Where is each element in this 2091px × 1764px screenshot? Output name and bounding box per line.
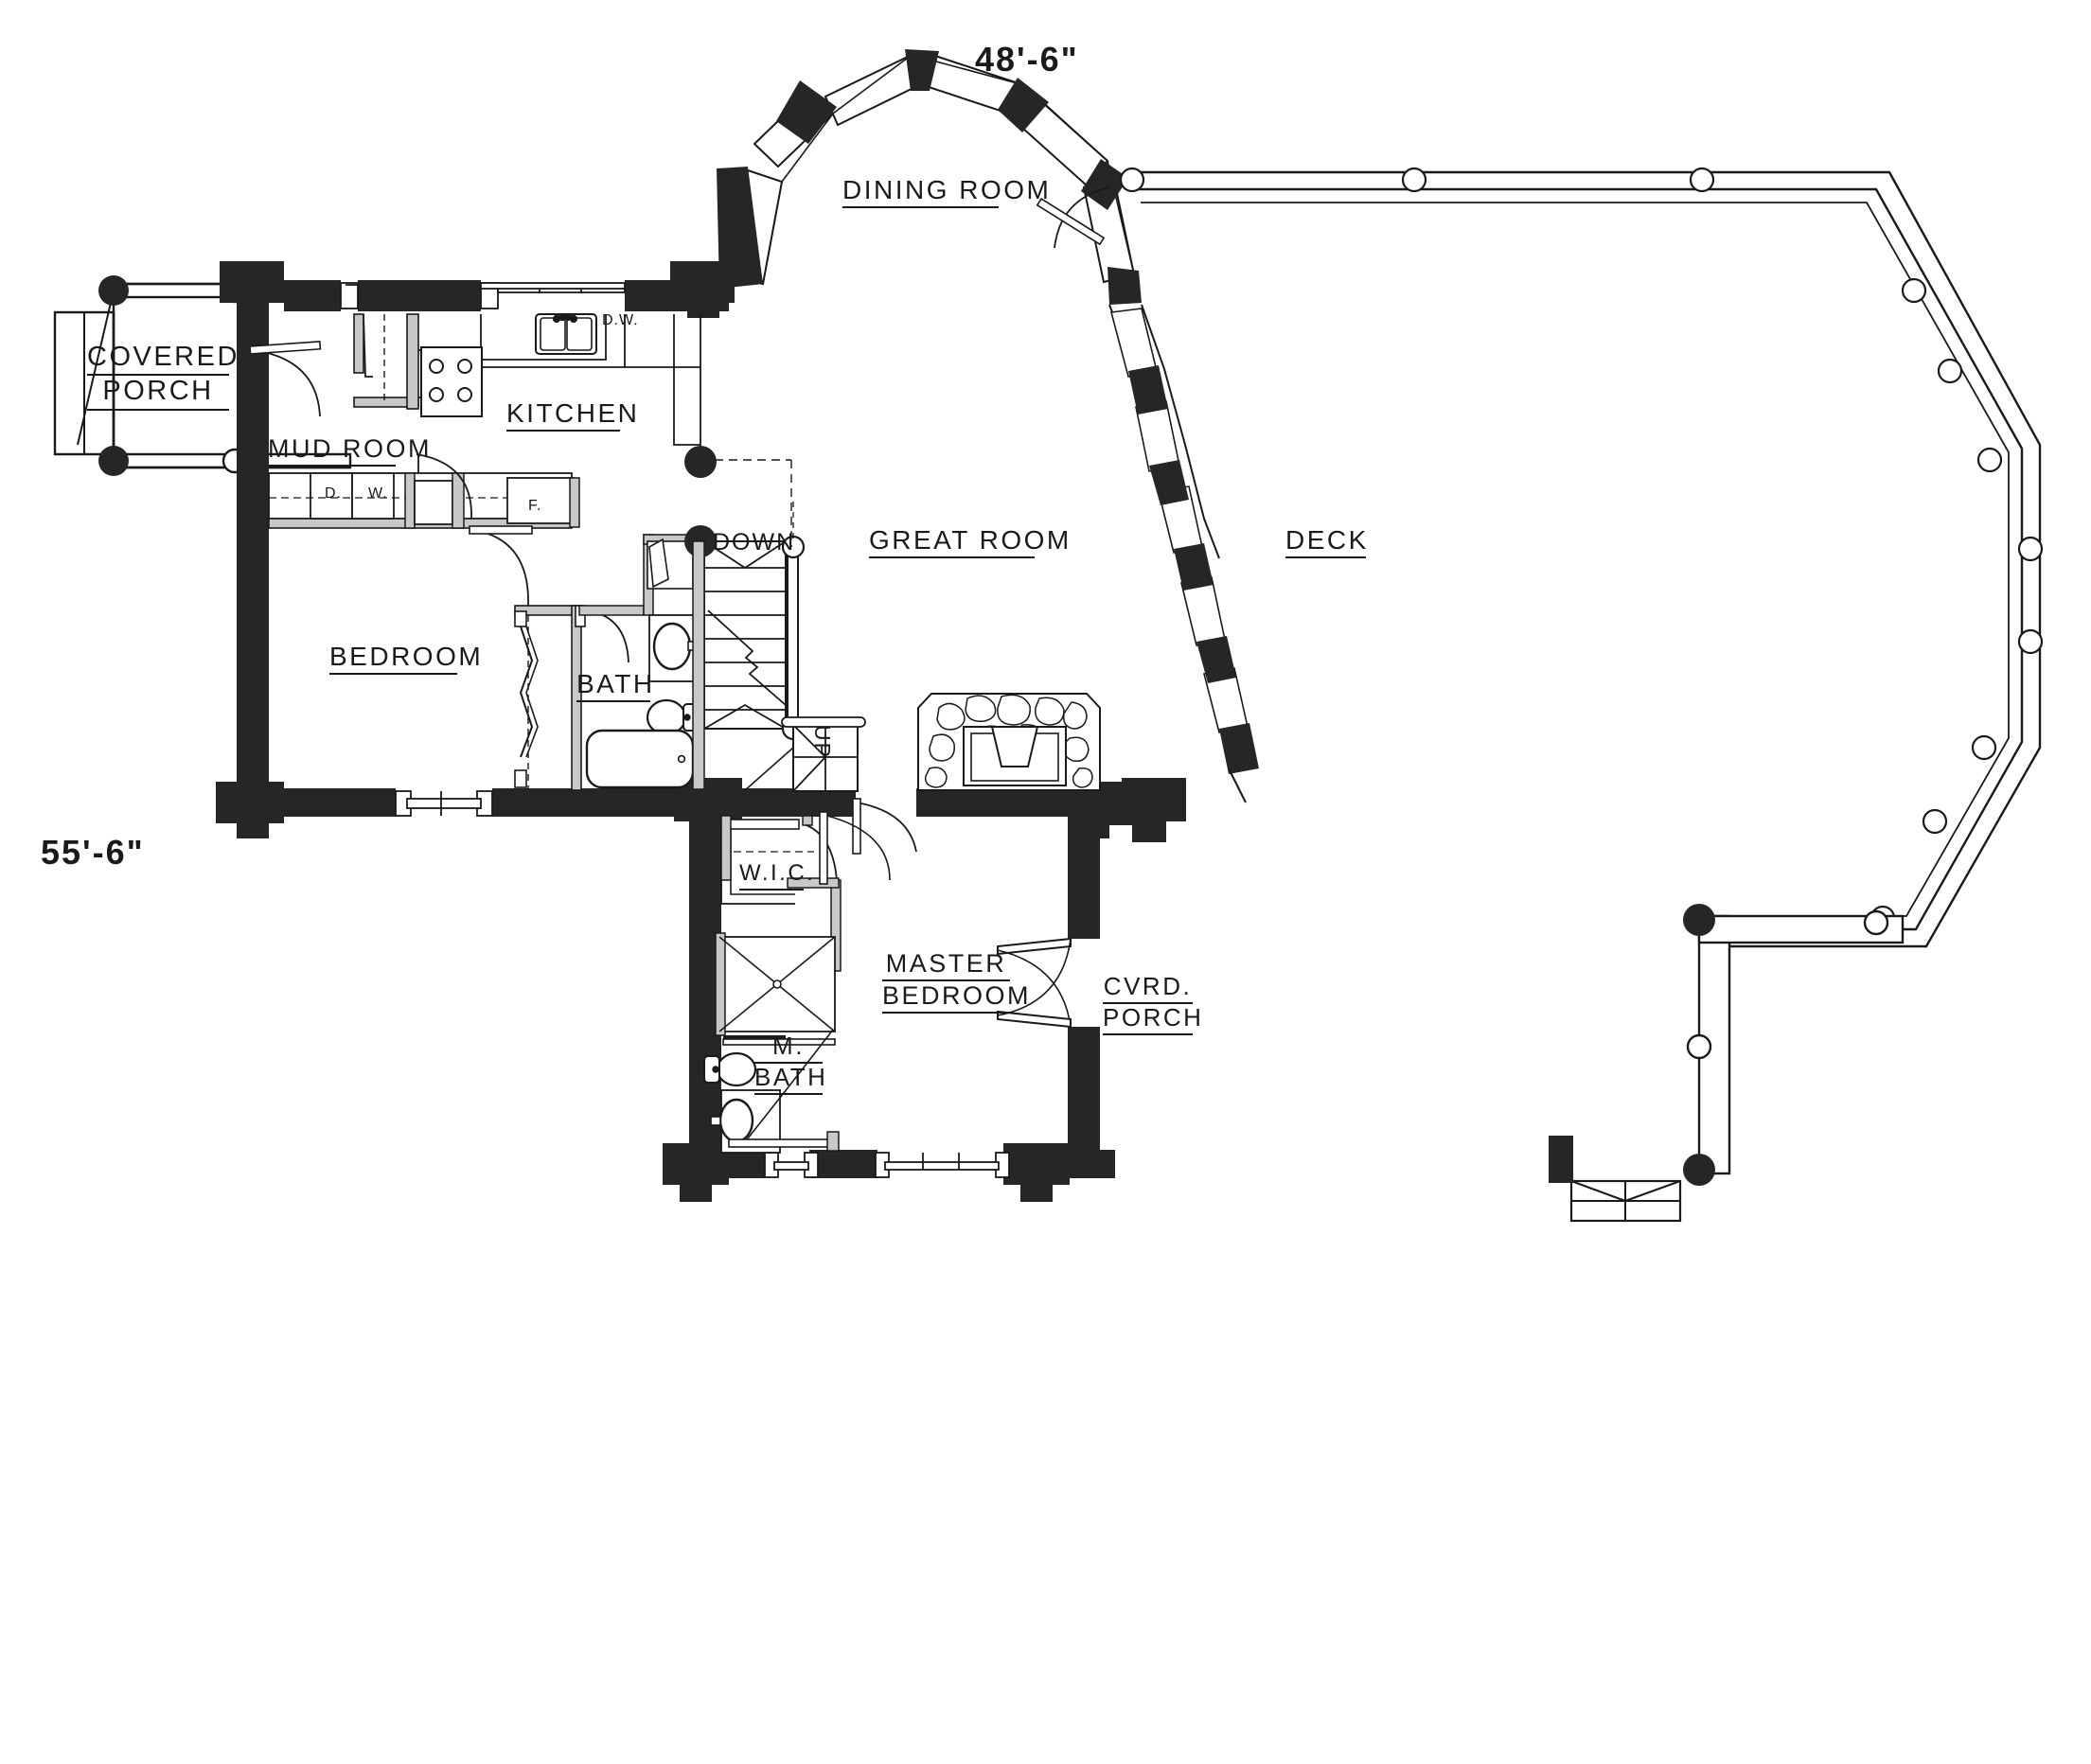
room-label-bedroom: BEDROOM	[329, 642, 481, 676]
appliance-label-washer: W.	[368, 485, 388, 502]
dining-bay	[717, 49, 1142, 305]
appliance-label-dryer: D.	[325, 485, 342, 502]
geometry-layer	[53, 49, 2044, 1223]
master-suite-fixtures	[703, 811, 891, 1154]
appliance-label-refrigerator: F.	[528, 498, 542, 514]
master-porch-doors	[997, 937, 1072, 1029]
appliance-label-dishwasher: D.W.	[602, 312, 639, 328]
dimension-width: 48'-6"	[975, 40, 1079, 79]
stair-run-down	[684, 502, 806, 790]
room-label-dining-room: DINING ROOM	[842, 175, 1049, 209]
great-room-openings	[684, 186, 1110, 855]
deck-structure	[1119, 167, 2044, 948]
room-label-master-bedroom: MASTER BEDROOM	[882, 949, 1029, 1015]
structural-walls	[216, 261, 1186, 1202]
room-label-cvrd-porch: CVRD. PORCH	[1103, 972, 1201, 1037]
room-label-kitchen: KITCHEN	[506, 398, 637, 432]
window-openings	[340, 282, 1010, 1178]
room-label-master-bath: M. BATH	[754, 1032, 825, 1097]
room-label-deck: DECK	[1285, 525, 1366, 559]
room-label-wic: W.I.C.	[739, 860, 813, 891]
stair-run-up	[743, 716, 866, 792]
great-room-fireplace	[917, 693, 1101, 791]
room-label-mud-room: MUD ROOM	[268, 434, 429, 467]
dimension-depth: 55'-6"	[41, 833, 145, 873]
stair-label-up: UP	[810, 725, 835, 759]
cvrd-porch-structure	[1549, 904, 1905, 1223]
great-room-east-wall	[1108, 304, 1259, 803]
room-label-covered-porch: COVERED PORCH	[87, 342, 237, 413]
mudroom-casework	[249, 340, 580, 607]
hall-bath-fixtures	[578, 534, 701, 789]
covered-porch-structure	[53, 275, 352, 476]
room-label-bath: BATH	[576, 669, 652, 703]
stair-label-down: DOWN	[713, 529, 796, 556]
kitchen-casework	[353, 312, 701, 473]
room-label-great-room: GREAT ROOM	[869, 525, 1069, 559]
dimension-depth-text: 55'-6"	[41, 833, 145, 872]
dimension-width-text: 48'-6"	[975, 40, 1079, 79]
hall-partitions	[720, 815, 732, 881]
